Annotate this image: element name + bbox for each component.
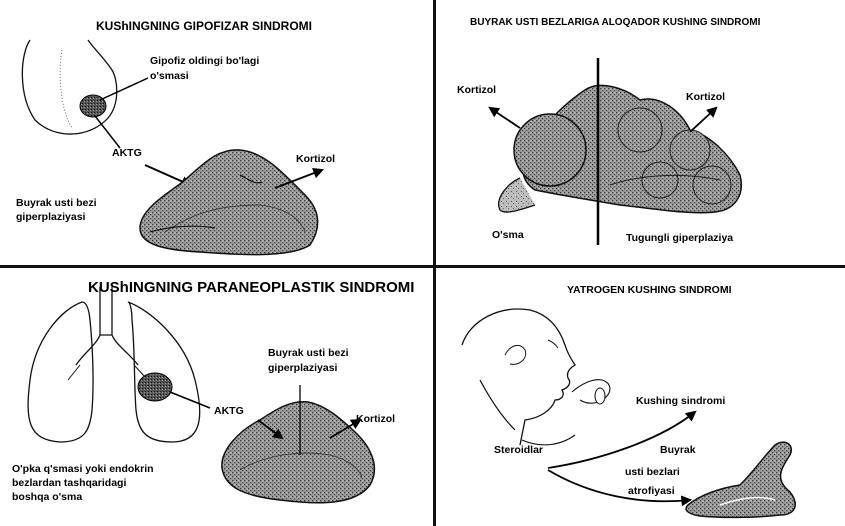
- paraneoplastic-kortizol-label: Kortizol: [356, 413, 395, 425]
- pill: [595, 388, 605, 404]
- paraneoplastic-lung-label-2: bezlardan tashqaridagi: [12, 477, 126, 489]
- lung-left: [28, 302, 93, 442]
- paraneoplastic-aktg-label: AKTG: [214, 405, 244, 417]
- adrenal-kortizol-right: Kortizol: [686, 91, 725, 103]
- adrenal-tumor-label: O'sma: [492, 229, 524, 241]
- iatrogenic-steroids-label: Steroidlar: [494, 444, 543, 456]
- adrenal-gland-3: [222, 402, 375, 503]
- vertical-divider: [433, 0, 436, 526]
- paraneoplastic-adrenal-label-1: Buyrak usti bezi: [268, 347, 349, 359]
- pituitary-tumor-label-1: Gipofiz oldingi bo'lagi: [150, 55, 259, 67]
- paraneoplastic-title: KUShINGNING PARANEOPLASTIK SINDROMI: [88, 279, 414, 296]
- iatrogenic-atrophy-label-2: usti bezlari: [625, 466, 680, 478]
- paraneoplastic-lung-label-3: boshqa o'sma: [12, 491, 82, 503]
- pituitary-tumor-label-2: o'smasi: [150, 70, 189, 82]
- paraneoplastic-adrenal-label-2: giperplaziyasi: [268, 362, 337, 374]
- iatrogenic-title: YATROGEN KUSHING SINDROMI: [567, 284, 732, 296]
- pituitary-outline: [22, 40, 116, 134]
- paraneoplastic-lung-label-1: O'pka q'smasi yoki endokrin: [12, 463, 154, 475]
- head-profile: [462, 309, 575, 445]
- adrenal-gland-1: [140, 150, 318, 255]
- iatrogenic-kushing-label: Kushing sindromi: [636, 395, 725, 407]
- pituitary-adrenal-label-1: Buyrak usti bezi: [16, 197, 97, 209]
- lung-right: [128, 302, 200, 442]
- adrenal-tumor: [514, 114, 586, 186]
- pituitary-kortizol-label: Kortizol: [296, 153, 335, 165]
- iatrogenic-atrophy-label-3: atrofiyasi: [628, 485, 675, 497]
- iatrogenic-atrophy-label-1: Buyrak: [660, 444, 696, 456]
- adrenal-title: BUYRAK USTI BEZLARIGA ALOQADOR KUShING S…: [470, 17, 760, 29]
- horizontal-divider: [0, 265, 845, 268]
- trachea: [76, 287, 138, 365]
- pituitary-adrenal-label-2: giperplaziyasi: [16, 211, 85, 223]
- lung-tumor: [138, 373, 172, 401]
- adrenal-nodular-label: Tugungli giperplaziya: [626, 232, 733, 244]
- adrenal-panel-drawing: [490, 58, 741, 245]
- atrophic-adrenal: [686, 442, 795, 517]
- pituitary-title: KUShINGNING GIPOFIZAR SINDROMI: [96, 20, 312, 34]
- adrenal-kortizol-left: Kortizol: [457, 84, 496, 96]
- pituitary-aktg-label: AKTG: [112, 147, 142, 159]
